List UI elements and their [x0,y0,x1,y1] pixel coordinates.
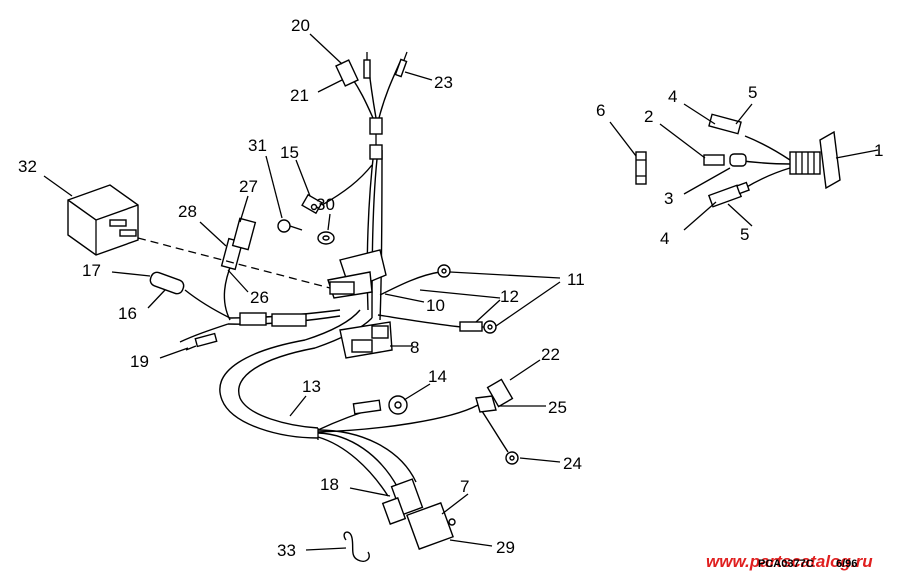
dashed-leader [137,237,331,289]
switch-assembly-1 [703,113,841,208]
leader-lines [43,33,879,551]
left-branch [149,217,355,351]
watermark: www.partscatalog.ru [706,552,873,571]
callout-19: 19 [130,352,149,371]
callout-11: 11 [567,270,585,289]
callout-5a: 5 [748,83,757,102]
screw-31 [277,219,303,233]
callout-18: 18 [320,475,339,494]
callout-31: 31 [248,136,267,155]
ring-terminal-14 [352,395,408,415]
drawing-code: PCA0377C [758,558,814,570]
callout-33: 33 [277,541,296,560]
callout-labels: 1 2 3 4 4 5 5 6 7 8 10 11 12 13 14 15 16… [18,16,883,560]
clip-33 [343,531,370,562]
callout-21: 21 [290,86,309,105]
callout-4b: 4 [660,229,669,248]
callout-28: 28 [178,202,197,221]
callout-29: 29 [496,538,515,557]
callout-13: 13 [302,377,321,396]
callout-7: 7 [460,477,469,496]
callout-26: 26 [250,288,269,307]
washer-30 [317,231,335,245]
callout-27: 27 [239,177,258,196]
bracket-8 [327,249,393,359]
callout-23: 23 [434,73,453,92]
callout-24: 24 [563,454,582,473]
connector-7-29 [381,478,456,550]
connector-22-25 [475,378,519,465]
callout-5b: 5 [740,225,749,244]
part-6 [635,151,647,185]
upper-branch [335,51,408,160]
callout-2: 2 [644,107,653,126]
drawing-date: 6/96 [836,558,857,570]
callout-3: 3 [664,189,673,208]
callout-32: 32 [18,157,37,176]
main-harness [219,149,509,497]
callout-4a: 4 [668,87,677,106]
callout-17: 17 [82,261,101,280]
ground-clip-15 [301,164,373,215]
callout-16: 16 [118,304,137,323]
callout-15: 15 [280,143,299,162]
callout-6: 6 [596,101,605,120]
relay-32 [67,184,139,256]
callout-12: 12 [500,287,519,306]
callout-10: 10 [426,296,445,315]
callout-22: 22 [541,345,560,364]
callout-30: 30 [316,195,335,214]
callout-8: 8 [410,338,419,357]
callout-14: 14 [428,367,447,386]
callout-1: 1 [874,141,883,160]
callout-25: 25 [548,398,567,417]
callout-20: 20 [291,16,310,35]
ring-terminals-11 [377,264,497,334]
